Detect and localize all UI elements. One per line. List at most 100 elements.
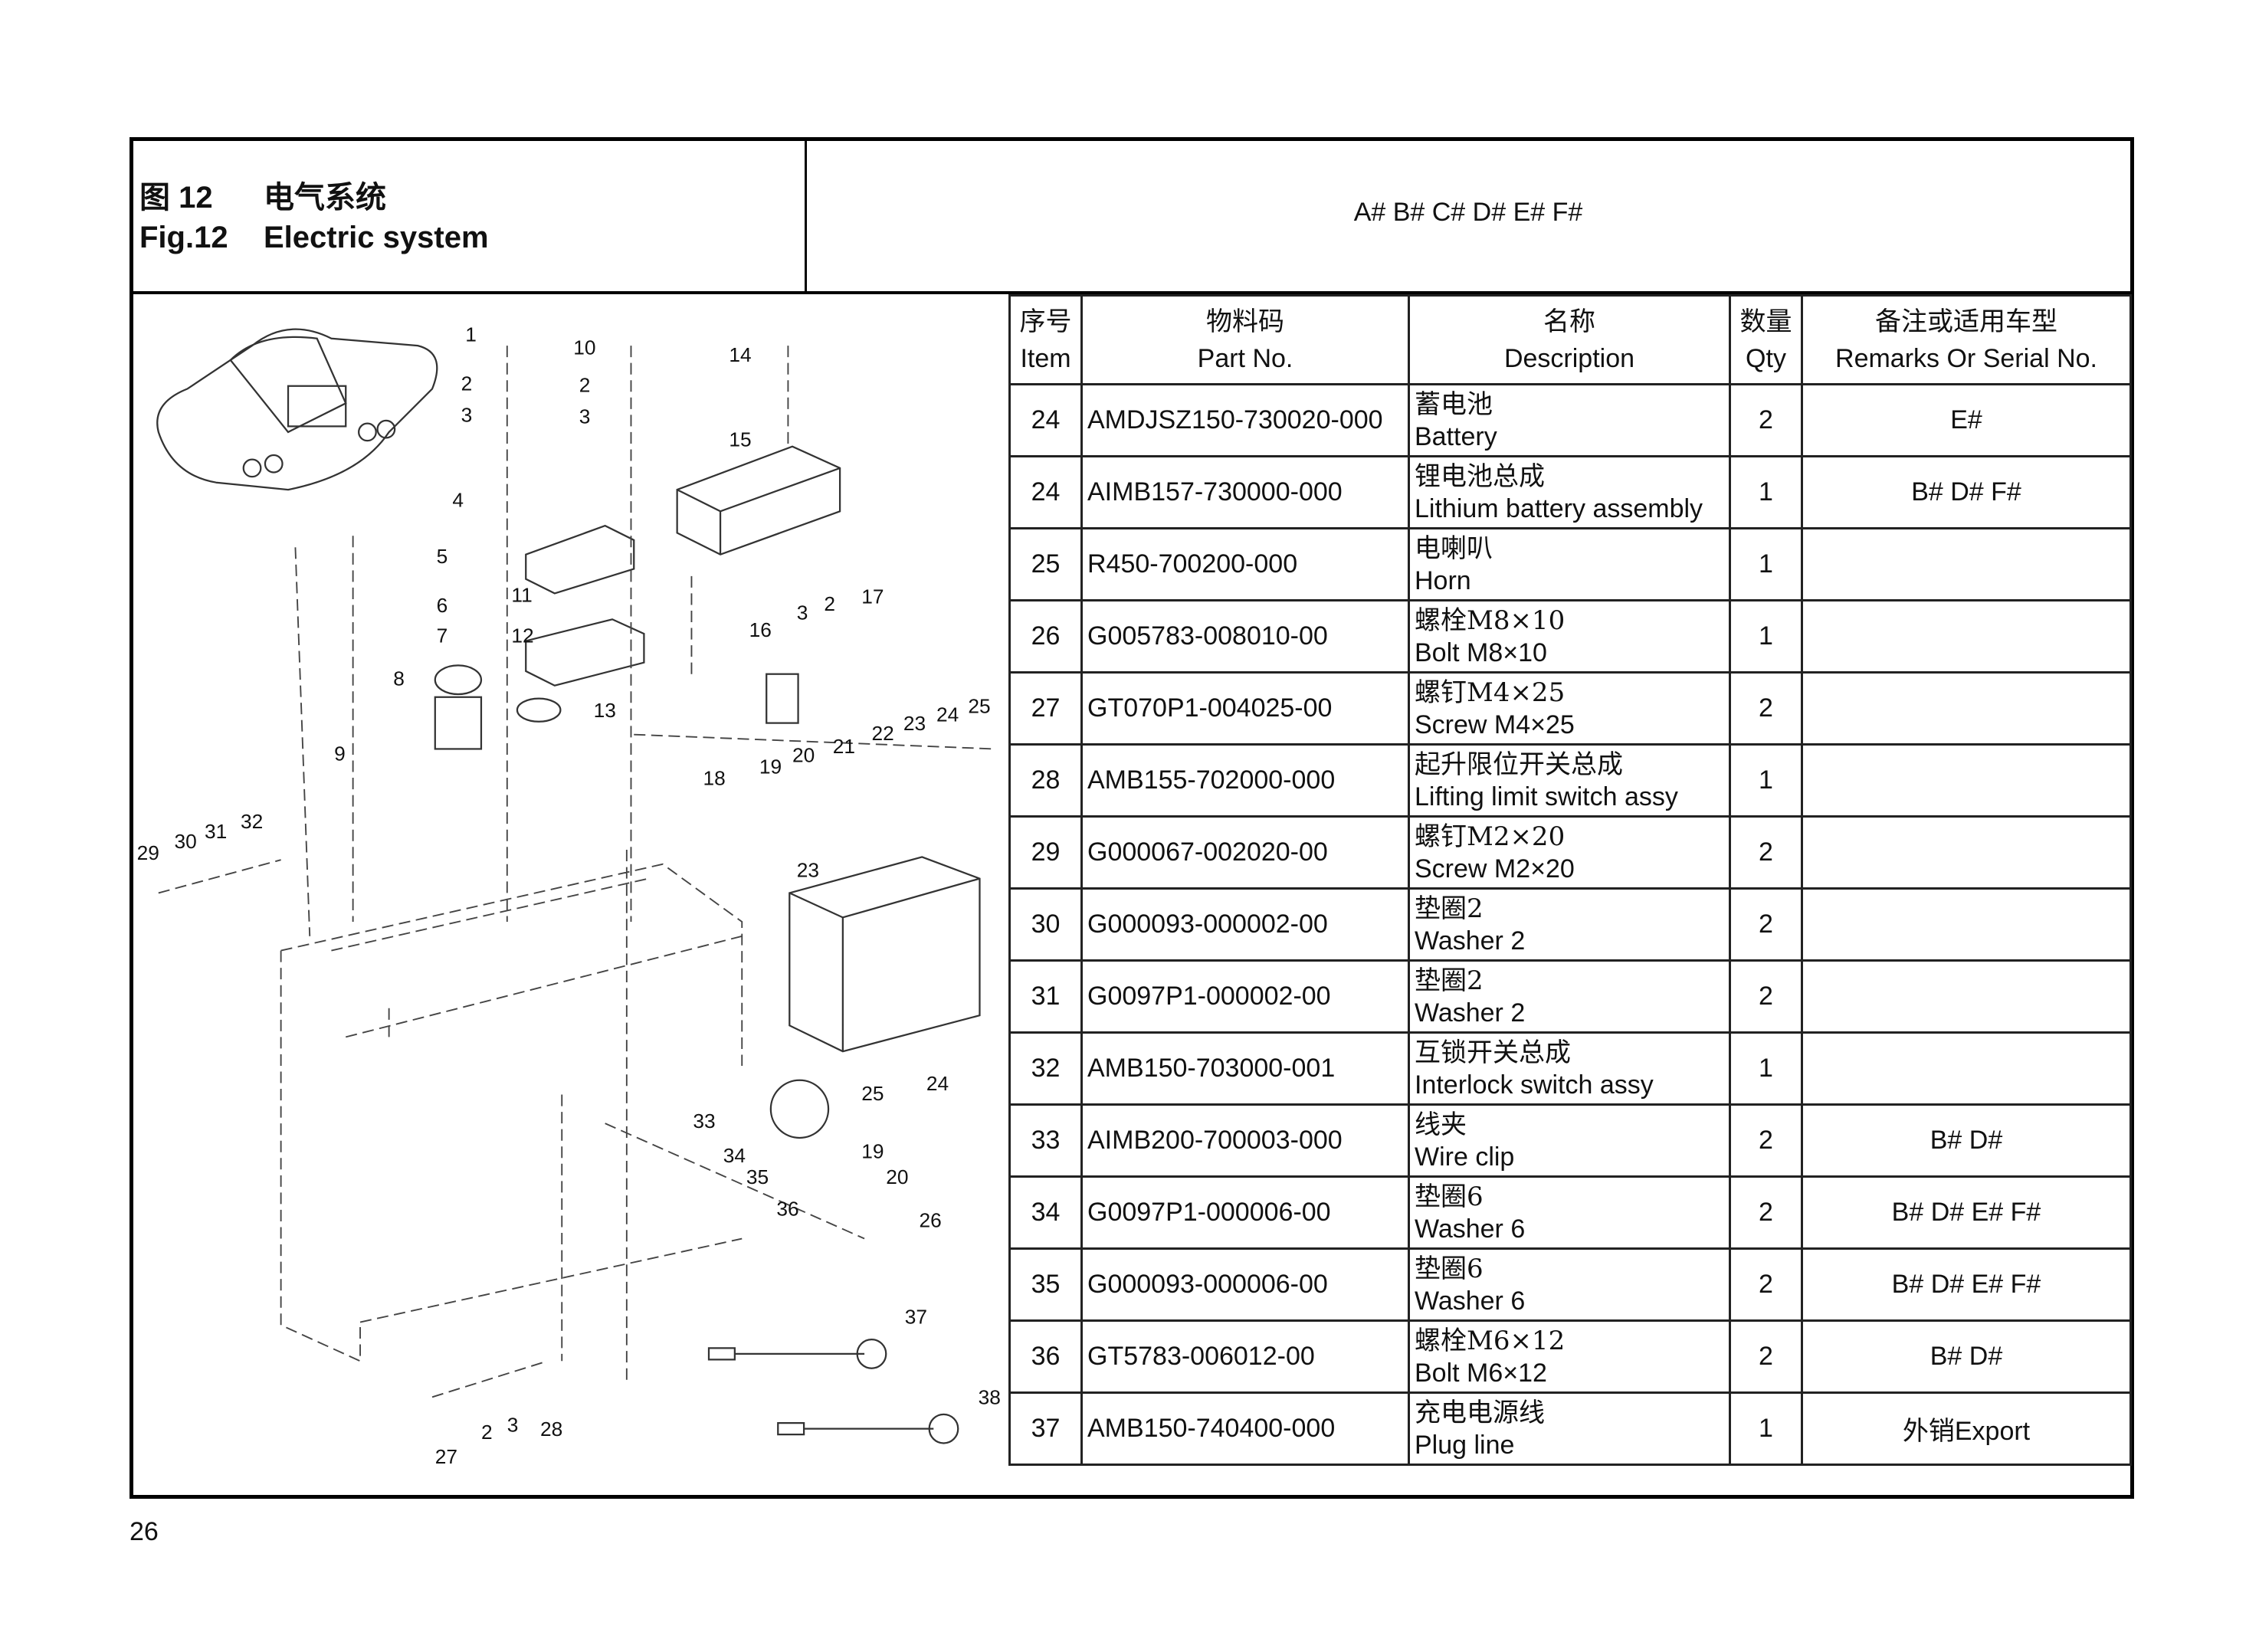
part-number: AMDJSZ150-730020-000 [1080,383,1410,457]
description-en: Bolt M8×10 [1415,638,1547,667]
part-number: AIMB157-730000-000 [1080,455,1410,529]
description-cn: 互锁开关总成 [1415,1037,1571,1068]
quantity: 2 [1729,1103,1803,1178]
quantity: 2 [1729,671,1803,746]
remarks [1801,527,2132,601]
remarks: B# D# E# F# [1801,1247,2132,1322]
description-en: Washer 6 [1415,1286,1526,1316]
remarks [1801,743,2132,818]
remarks: 外销Export [1801,1391,2132,1466]
remarks: B# D# E# F# [1801,1175,2132,1250]
remarks [1801,887,2132,962]
description-en: Screw M2×20 [1415,854,1575,883]
remarks [1801,1031,2132,1106]
description-cn: 蓄电池 [1415,388,1493,420]
quantity: 1 [1729,1031,1803,1106]
description-en: Bolt M6×12 [1415,1358,1547,1388]
remarks: E# [1801,383,2132,457]
part-number: AIMB200-700003-000 [1080,1103,1410,1178]
part-number: GT5783-006012-00 [1080,1319,1410,1394]
quantity: 1 [1729,1391,1803,1466]
part-number: G000067-002020-00 [1080,815,1410,890]
remarks [1801,815,2132,890]
item-number: 24 [1008,455,1083,529]
description-en: Interlock switch assy [1415,1070,1654,1100]
remarks [1801,599,2132,674]
description-cn: 电喇叭 [1415,533,1493,564]
description-en: Horn [1415,565,1471,595]
part-number: G000093-000006-00 [1080,1247,1410,1322]
item-number: 28 [1008,743,1083,818]
description-en: Washer 6 [1415,1214,1526,1244]
description-en: Washer 2 [1415,926,1526,955]
quantity: 1 [1729,743,1803,818]
description-cn: 垫圈6 [1415,1181,1484,1212]
applicable-models: A# B# C# D# E# F# [1353,198,1583,227]
description-en: Lithium battery assembly [1415,493,1703,523]
description-cn: 起升限位开关总成 [1415,749,1623,780]
quantity: 1 [1729,599,1803,674]
item-number: 37 [1008,1391,1083,1466]
quantity: 2 [1729,887,1803,962]
part-number: GT070P1-004025-00 [1080,671,1410,746]
item-number: 35 [1008,1247,1083,1322]
item-number: 33 [1008,1103,1083,1178]
description-cn: 锂电池总成 [1415,461,1545,492]
description-en: Washer 2 [1415,998,1526,1028]
part-number: AMB150-703000-001 [1080,1031,1410,1106]
item-number: 26 [1008,599,1083,674]
item-number: 25 [1008,527,1083,601]
description-cn: 垫圈2 [1415,893,1484,924]
item-number: 29 [1008,815,1083,890]
part-number: G0097P1-000006-00 [1080,1175,1410,1250]
header-vertical-divider [805,137,807,293]
quantity: 2 [1729,1247,1803,1322]
part-number: G0097P1-000002-00 [1080,959,1410,1034]
description-en: Lifting limit switch assy [1415,782,1678,811]
quantity: 2 [1729,959,1803,1034]
page-number: 26 [130,1517,159,1546]
description-en: Wire clip [1415,1142,1515,1172]
description-cn: 垫圈6 [1415,1253,1484,1284]
figure-number-en: Fig.12 [139,221,228,254]
part-number: R450-700200-000 [1080,527,1410,601]
part-number: G005783-008010-00 [1080,599,1410,674]
part-number: G000093-000002-00 [1080,887,1410,962]
description-cn: 螺钉M2×20 [1415,821,1566,852]
item-number: 32 [1008,1031,1083,1106]
remarks [1801,671,2132,746]
